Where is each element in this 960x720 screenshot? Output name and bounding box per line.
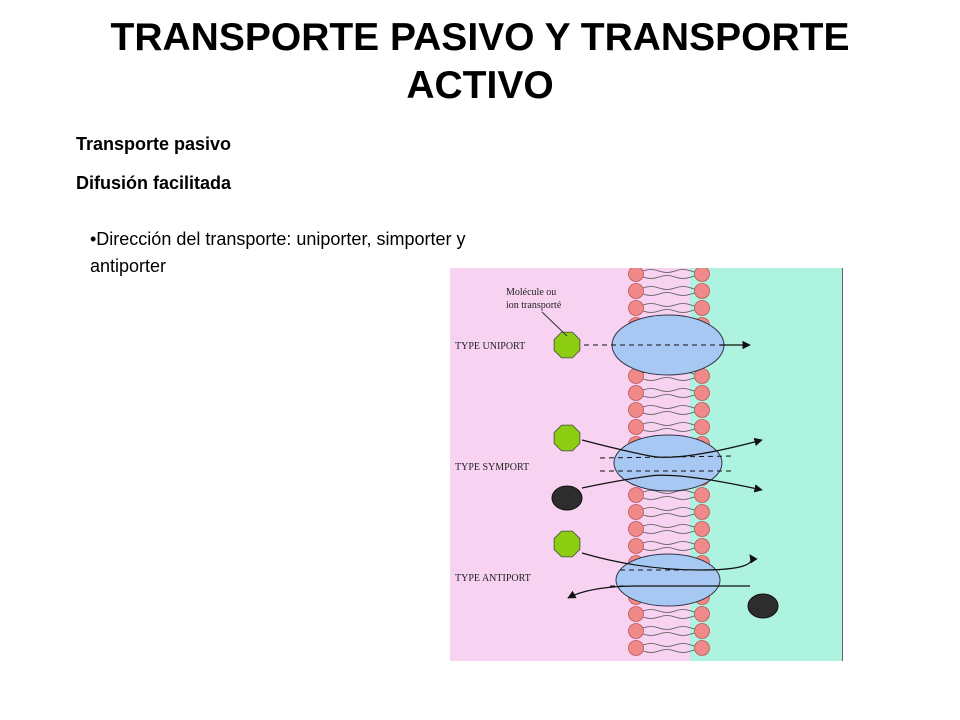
antiport-label: TYPE ANTIPORT (455, 573, 531, 584)
lipid-head (694, 419, 710, 435)
uniport-molecule (553, 331, 581, 359)
lipid-head (694, 402, 710, 418)
membrane-diagram: Molécule ou ion transporté TYPE UNIPORT … (450, 268, 842, 661)
molecule-label-line1: Molécule ou (506, 287, 556, 298)
molecule-label-pointer (541, 311, 568, 337)
symport-molecule-dark (551, 485, 583, 511)
lipid-head (628, 640, 644, 656)
membrane-transport-figure: Molécule ou ion transporté TYPE UNIPORT … (450, 268, 843, 661)
antiport-molecule-green (553, 530, 581, 558)
lipid-head (628, 268, 644, 282)
lipid-head (628, 538, 644, 554)
antiport-arrow-in (567, 585, 750, 599)
lipid-head (628, 419, 644, 435)
lipid-head (694, 385, 710, 401)
lipid-head (628, 385, 644, 401)
lipid-head (694, 640, 710, 656)
lipid-head (694, 300, 710, 316)
symport-molecule-green (553, 424, 581, 452)
lipid-head (694, 521, 710, 537)
lipid-head (694, 487, 710, 503)
lipid-head (694, 606, 710, 622)
symport-label: TYPE SYMPORT (455, 462, 529, 473)
lipid-head (628, 402, 644, 418)
antiport-arrow-out (581, 552, 758, 571)
lipid-head (694, 623, 710, 639)
lipid-head (628, 487, 644, 503)
antiport-protein (615, 553, 721, 607)
symport-protein (613, 434, 723, 492)
lipid-head (694, 268, 710, 282)
transport-arrows (567, 340, 763, 599)
lipid-head (628, 521, 644, 537)
slide-title: TRANSPORTE PASIVO Y TRANSPORTE ACTIVO (110, 16, 850, 107)
lipid-head (628, 504, 644, 520)
lipid-head (628, 300, 644, 316)
bullet-direccion: •Dirección del transporte: uniporter, si… (90, 229, 466, 276)
lipid-head (694, 504, 710, 520)
lipid-head (628, 606, 644, 622)
heading-transporte-pasivo: Transporte pasivo (76, 134, 232, 154)
symport-arrow-bottom (581, 474, 763, 493)
lipid-head (694, 283, 710, 299)
uniport-label: TYPE UNIPORT (455, 341, 525, 352)
lipid-head (628, 623, 644, 639)
lipid-head (694, 538, 710, 554)
molecule-label-line2: ion transporté (506, 300, 562, 311)
symport-arrow-top (581, 437, 763, 458)
heading-difusion-facilitada: Difusión facilitada (76, 173, 232, 193)
antiport-molecule-dark (747, 593, 779, 619)
transported-molecules (551, 331, 779, 619)
lipid-head (628, 283, 644, 299)
transport-proteins (611, 314, 725, 607)
